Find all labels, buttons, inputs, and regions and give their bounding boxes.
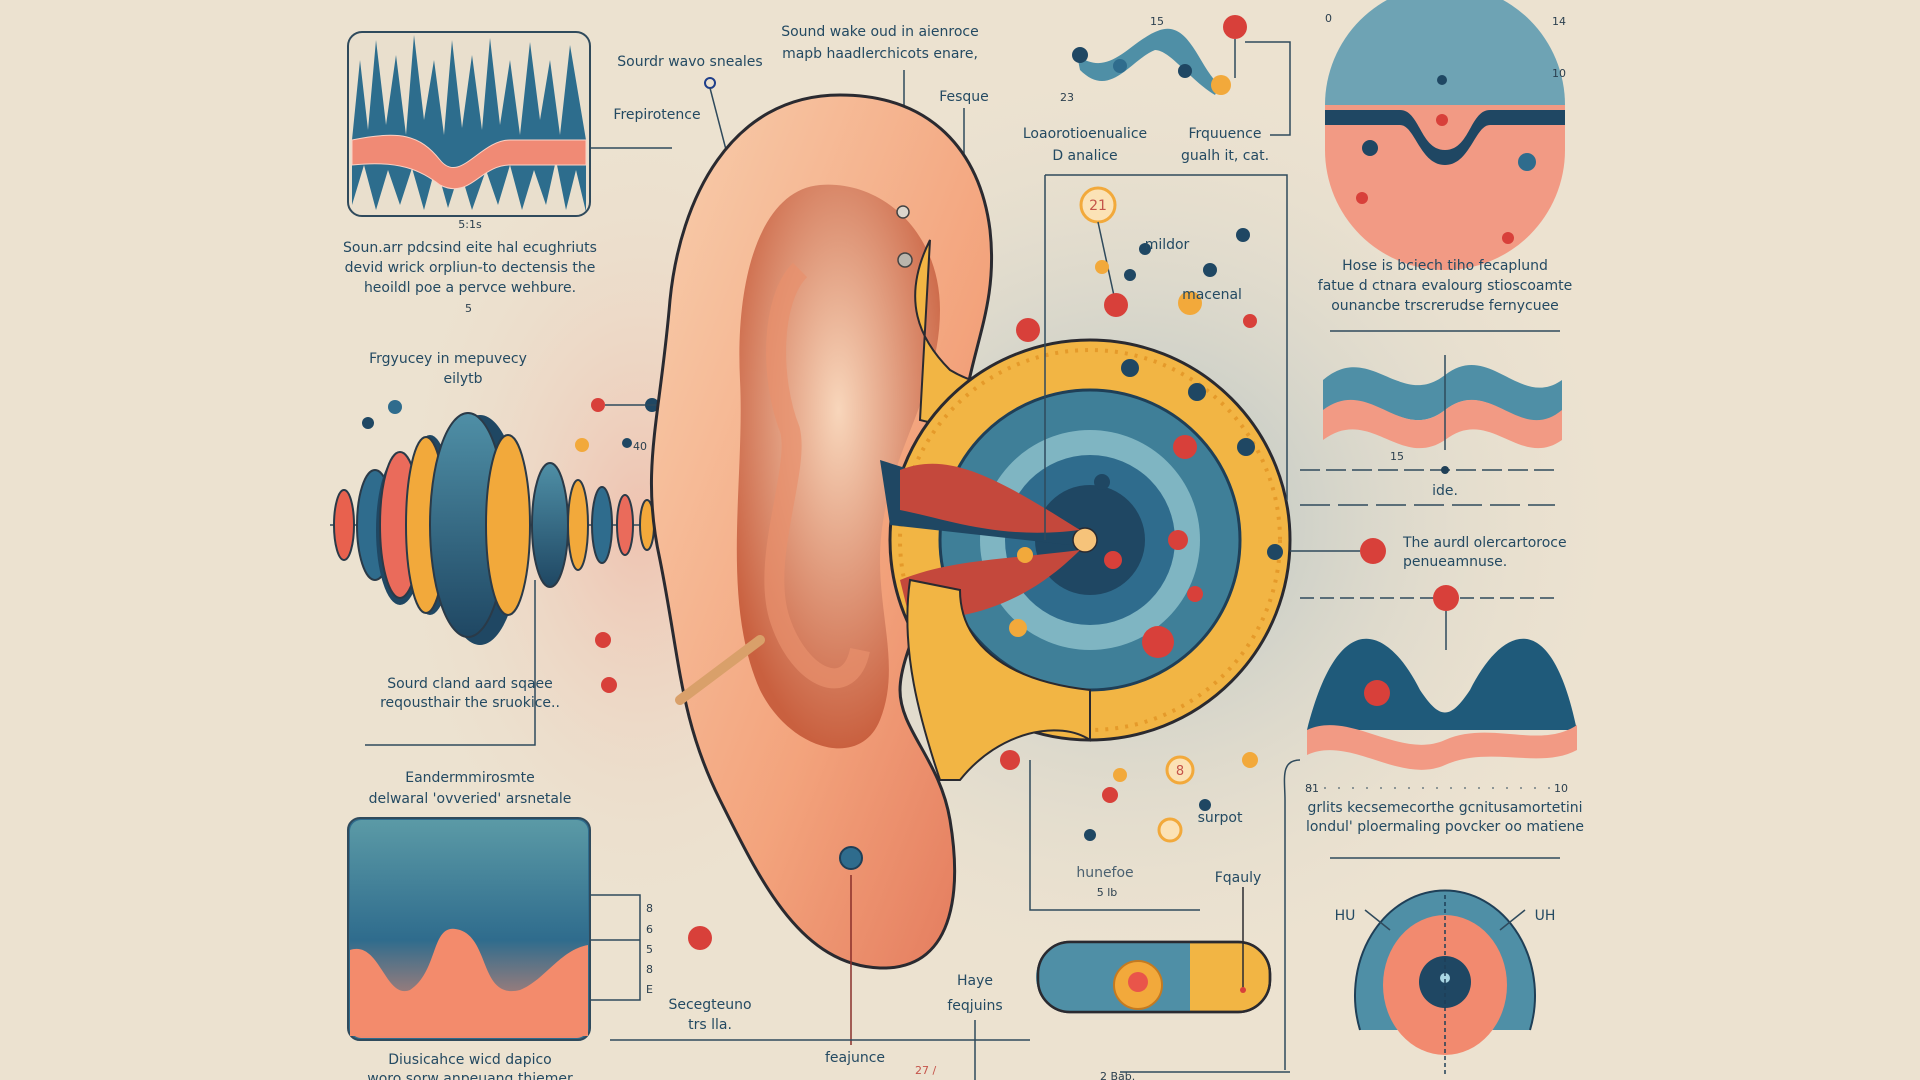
number-10-right: 10 [1552, 67, 1566, 80]
sourd-line2: reqousthair the sruokice.. [380, 695, 560, 711]
membrane-diagram: 0 14 10 [1325, 0, 1566, 270]
freq-mid-line2: eilytb [443, 371, 482, 387]
left-para-line1: Soun.arr pdcsind eite hal ecughriuts [343, 240, 597, 256]
svg-text:6: 6 [646, 923, 653, 936]
aurdl-line1: The aurdl olercartoroce [1402, 535, 1567, 551]
sourd-line1: Sourd cland aard sqaee [387, 676, 553, 692]
scale-marks: 8 6 5 8 E [646, 902, 653, 996]
grits-line2: londul' ploermaling povcker oo matiene [1306, 819, 1584, 835]
frquence-line1: Frquuence [1189, 126, 1262, 142]
secegteuno-line1: Secegteuno [668, 997, 751, 1013]
wave-strips: 15 [1300, 355, 1562, 474]
svg-text:5: 5 [646, 943, 653, 956]
frquence-line2: gualh it, cat. [1181, 148, 1269, 164]
hose-line1: Hose is bciech tiho fecaplund [1342, 258, 1548, 274]
fqauly-label: Fqauly [1215, 870, 1262, 886]
bab-label: 2 Bab. [1100, 1070, 1135, 1080]
badge-8: 8 [1176, 764, 1184, 779]
molecule-cluster: 21 8 [688, 174, 1288, 950]
loaor-line2: D analice [1052, 148, 1117, 164]
ide-label: ide. [1432, 483, 1458, 499]
inner-ear-cross-section [880, 239, 1292, 781]
macenal-label: macenal [1182, 287, 1242, 303]
mountain-wave: 81 10 [1305, 638, 1577, 795]
bottom-left-line1: Diusicahce wicd dapico [388, 1052, 552, 1068]
loaor-line1: Loaorotioenualice [1023, 126, 1147, 142]
svg-text:21: 21 [1089, 198, 1107, 214]
freq-mid-line1: Frgyucey in mepuvecy [369, 351, 527, 367]
sound-disc-stack [330, 398, 900, 693]
hose-line3: ounancbe trscrerudse fernycuee [1331, 298, 1559, 314]
number-27: 27 / [915, 1064, 936, 1077]
waveform-axis-label: 5:1s [458, 218, 482, 231]
axis-end: 10 [1554, 782, 1568, 795]
uh-label: UH [1535, 908, 1556, 924]
bottom-left-line2: woro sorw anpeuang thiemer [367, 1071, 573, 1080]
fesque-label: Fesque [939, 89, 989, 105]
surpot-label: surpot [1198, 810, 1243, 826]
number-15-mid: 15 [1390, 450, 1404, 463]
haye-line2: feqjuins [947, 998, 1002, 1014]
hunefoe-label: hunefoe [1076, 865, 1133, 881]
left-para-number: 5 [465, 302, 472, 315]
hu-label: HU [1335, 908, 1356, 924]
axis-start: 81 [1305, 782, 1319, 795]
waveform-panel: 5:1s [347, 31, 672, 231]
hunefoe-sub: 5 lb [1097, 886, 1118, 899]
frequence-left-label: Frepirotence [613, 107, 700, 123]
eander-line1: Eandermmirosmte [405, 770, 535, 786]
aurdl-line2: penueamnuse. [1403, 554, 1507, 570]
number-14: 14 [1552, 15, 1566, 28]
mildor-label: mildor [1145, 237, 1190, 253]
feajunce-label: feajunce [825, 1050, 885, 1066]
hose-line2: fatue d ctnara evalourg stioscoamte [1318, 278, 1572, 294]
pill-shape [1036, 887, 1272, 1014]
wave-ribbon: 15 [1072, 15, 1291, 136]
haye-line1: Haye [957, 973, 993, 989]
svg-text:8: 8 [646, 963, 653, 976]
svg-text:E: E [646, 983, 653, 996]
number-0: 0 [1325, 12, 1332, 25]
top-center-line1: Sound wake oud in aienroce [781, 24, 979, 40]
left-para-line3: heoildl poe a pervce wehbure. [364, 280, 576, 296]
outer-ear [649, 93, 994, 1045]
grits-line1: grlits kecsemecorthe gcnitusamortetini [1308, 800, 1583, 816]
sound-wave-label: Sourdr wavo sneales [617, 54, 762, 70]
left-para-line2: devid wrick orpliun-to dectensis the [345, 260, 596, 276]
number-15-top: 15 [1150, 15, 1164, 28]
number-40: 40 [633, 440, 647, 453]
number-23: 23 [1060, 91, 1074, 104]
eander-line2: delwaral 'ovveried' arsnetale [369, 791, 572, 807]
concentric-circle-diagram [1354, 889, 1536, 1075]
gradient-wave-panel: 8 6 5 8 E [347, 817, 653, 1041]
secegteuno-line2: trs lla. [688, 1017, 732, 1033]
top-center-line2: mapb haadlerchicots enare, [782, 46, 978, 62]
svg-text:8: 8 [646, 902, 653, 915]
